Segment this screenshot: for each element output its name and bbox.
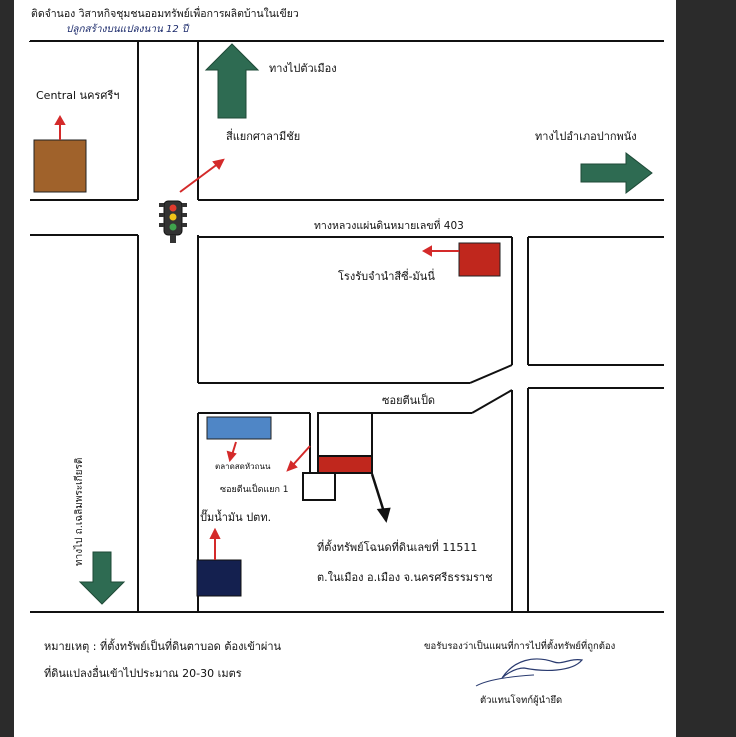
label-property-line1: ที่ตั้งทรัพย์โฉนดที่ดินเลขที่ 11511 bbox=[317, 541, 478, 554]
arrow-to-pakphanang-icon bbox=[580, 151, 653, 195]
label-property-line2: ต.ในเมือง อ.เมือง จ.นครศรีธรรมราช bbox=[317, 571, 493, 584]
label-to-pakphanang: ทางไปอำเภอปากพนัง bbox=[535, 130, 637, 143]
traffic-light-icon bbox=[159, 200, 187, 243]
block-corner bbox=[469, 364, 513, 384]
arrow-to-chaloem-icon bbox=[78, 551, 126, 605]
header-handwritten-note: ปลูกสร้างบนแปลงนาน 12 ปี bbox=[66, 24, 189, 35]
property-plot bbox=[302, 412, 373, 501]
intersection-pointer-icon bbox=[179, 162, 220, 193]
footer-signer: ตัวแทนโจทก์ผู้นำยึด bbox=[480, 695, 563, 706]
arrow-to-city-icon bbox=[204, 43, 260, 119]
label-central: Central นครศรีฯ bbox=[36, 89, 120, 102]
footer-note-line2: ที่ดินแปลงอื่นเข้าไปประมาณ 20-30 เมตร bbox=[44, 667, 242, 680]
label-intersection: สี่แยกศาลามีชัย bbox=[226, 130, 301, 143]
central-building bbox=[33, 139, 87, 193]
label-highway: ทางหลวงแผ่นดินหมายเลขที่ 403 bbox=[314, 220, 464, 232]
header-contact-line: ติดจำนอง วิสาหกิจชุมชนออมทรัพย์เพื่อการผ… bbox=[31, 8, 299, 20]
property-pointer-icon bbox=[370, 473, 391, 523]
factory-building bbox=[458, 242, 501, 277]
label-factory: โรงรับจำนำสีซี่-มันนี่ bbox=[338, 270, 435, 283]
gas-station-building bbox=[196, 559, 242, 597]
market-building bbox=[206, 416, 272, 440]
label-gas-station: ปั๊มน้ำมัน ปตท. bbox=[200, 511, 272, 524]
label-to-city: ทางไปตัวเมือง bbox=[269, 62, 337, 75]
scan-dark-border bbox=[676, 0, 736, 737]
road-lines bbox=[29, 40, 664, 613]
branch-pointer-icon bbox=[291, 445, 311, 467]
property-access-strip bbox=[317, 455, 373, 474]
label-soi-branch: ซอยตีนเป็ดแยก 1 bbox=[220, 485, 289, 495]
label-to-chaloem: ทางไป ถ.เฉลิมพระเกียรติ bbox=[74, 457, 85, 566]
signature-scribble bbox=[501, 658, 584, 679]
small-plot bbox=[302, 472, 336, 501]
map-drawing bbox=[29, 40, 664, 687]
map-paper: ติดจำนอง วิสาหกิจชุมชนออมทรัพย์เพื่อการผ… bbox=[14, 0, 676, 737]
label-market: ตลาดสดหัวถนน bbox=[215, 462, 271, 471]
signature-tail bbox=[475, 674, 535, 687]
label-soi-main: ซอยตีนเป็ด bbox=[382, 394, 436, 407]
footer-note-line1: หมายเหตุ : ที่ตั้งทรัพย์เป็นที่ดินตาบอด … bbox=[44, 640, 282, 653]
footer-certify: ขอรับรองว่าเป็นแผนที่การไปที่ตั้งทรัพย์ท… bbox=[424, 641, 616, 652]
